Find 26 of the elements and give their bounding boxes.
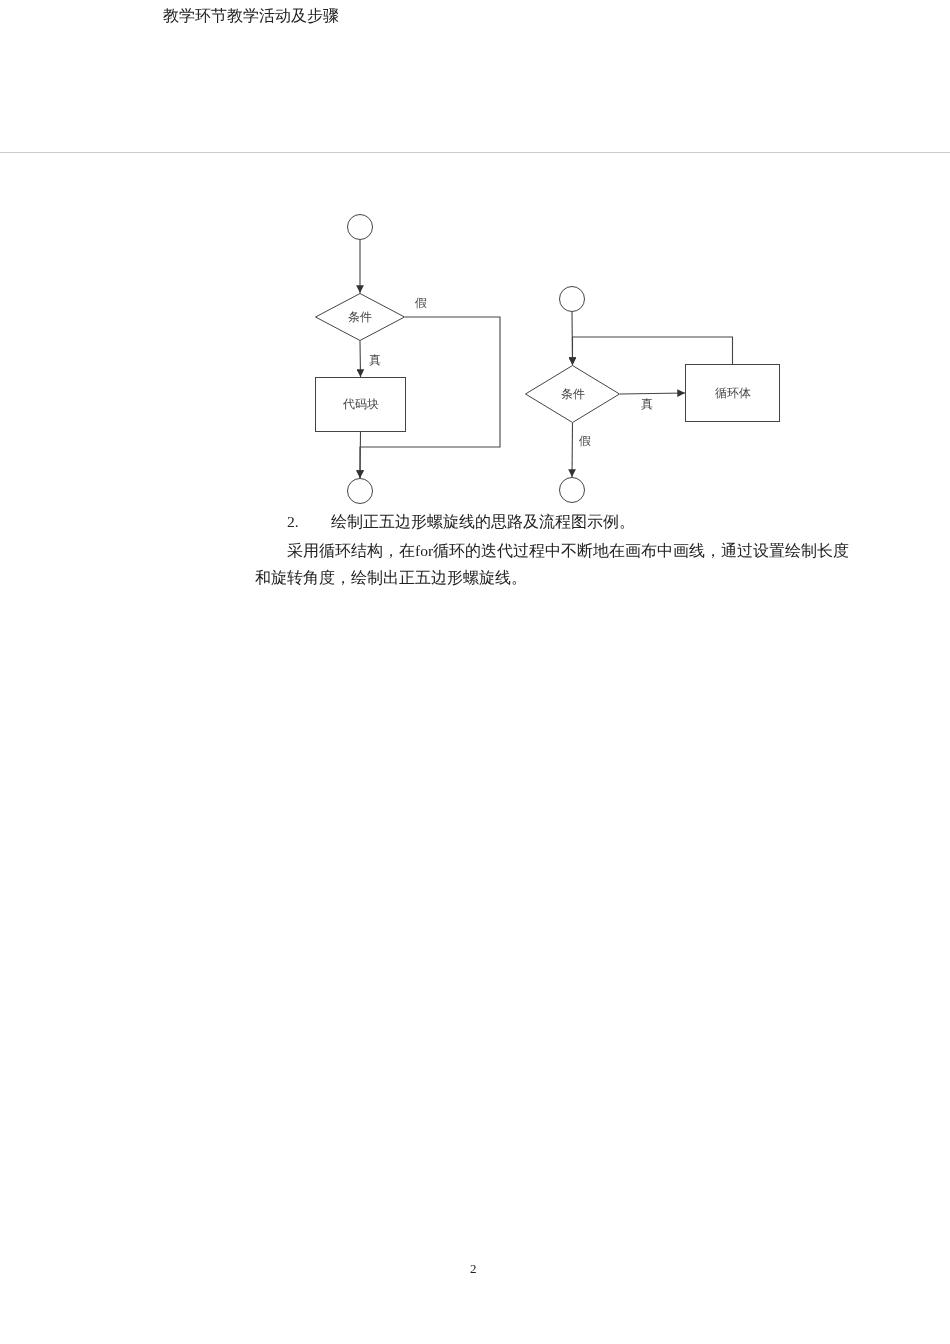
arrow [568, 336, 734, 366]
arrow [356, 239, 364, 294]
section-heading: 2. 绘制正五边形螺旋线的思路及流程图示例。 [287, 512, 636, 532]
node-label: 条件 [560, 385, 585, 403]
node-label: 条件 [348, 308, 372, 326]
process-box [685, 364, 780, 422]
arrow [356, 431, 364, 479]
arrow [568, 422, 576, 478]
process-box [315, 377, 406, 432]
terminal-circle [347, 478, 373, 504]
node-label: 循环体 [714, 384, 751, 402]
edge-label: 真 [640, 396, 654, 413]
decision-diamond [525, 365, 620, 423]
edge-label: 真 [368, 352, 382, 369]
node-label: 代码块 [342, 396, 379, 413]
terminal-circle [347, 214, 373, 240]
decision-diamond [315, 293, 405, 341]
paragraph: 采用循环结构，在for循环的迭代过程中不断地在画布中画线，通过设置绘制长度和旋转角度，绘制出正五边形螺旋线。 [255, 541, 851, 588]
terminal-circle [559, 477, 585, 503]
edge-label: 假 [578, 433, 592, 450]
terminal-circle [559, 286, 585, 312]
page-number: 2 [470, 1260, 478, 1278]
page-header: 教学环节教学活动及步骤 [163, 6, 340, 26]
arrow [356, 340, 365, 378]
edge-label: 假 [414, 295, 428, 312]
arrow [619, 389, 686, 397]
